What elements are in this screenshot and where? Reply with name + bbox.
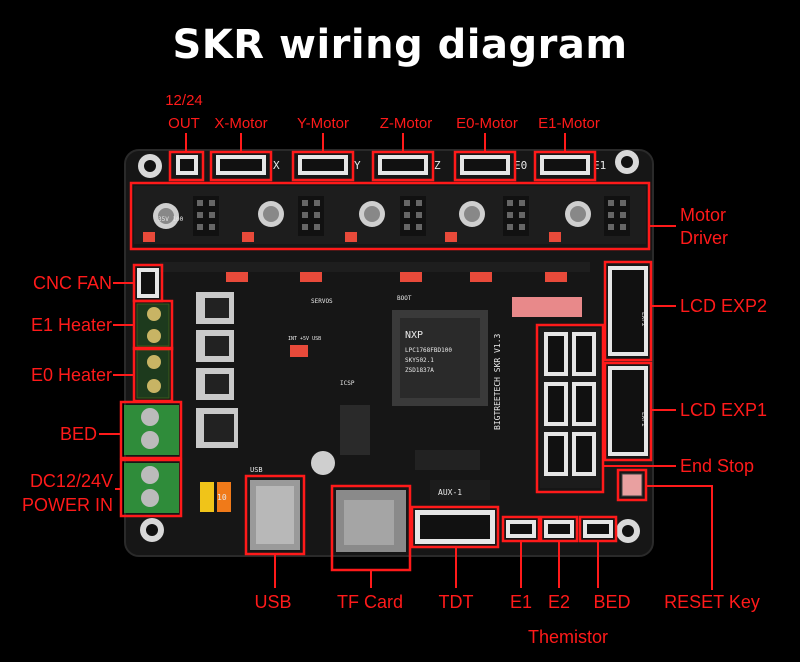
silk-z: Z xyxy=(434,159,441,172)
label-e0-motor: E0-Motor xyxy=(456,115,518,132)
driver-socket xyxy=(459,196,529,236)
label-e1-heater: E1 Heater xyxy=(31,315,112,335)
box-lcd-exp2 xyxy=(603,260,653,362)
label-motor-driver-1: Motor xyxy=(680,205,726,225)
label-cnc-fan: CNC FAN xyxy=(33,273,112,293)
endstop-connectors xyxy=(540,328,600,488)
label-out-top: 12/24 xyxy=(165,92,203,109)
highlight-boxes xyxy=(119,150,653,572)
box-lcd-exp1 xyxy=(603,361,653,462)
silk-x: X xyxy=(273,159,280,172)
pin-header-pink xyxy=(512,297,582,317)
box-bed xyxy=(119,400,183,460)
label-bed: BED xyxy=(60,424,97,444)
chip-model: LPC1768FBD100 xyxy=(405,347,452,354)
label-usb: USB xyxy=(254,592,291,612)
motor-connectors xyxy=(176,155,590,175)
ic xyxy=(340,405,370,455)
lcd-exp1-header xyxy=(608,366,648,456)
label-themistor: Themistor xyxy=(528,627,608,647)
label-power-1: DC12/24V xyxy=(30,471,113,491)
exp2-silk: EXP2 xyxy=(640,312,647,327)
label-lcd-exp2: LCD EXP2 xyxy=(680,296,767,316)
label-out-bottom: OUT xyxy=(168,115,200,132)
mosfet-bodies xyxy=(204,298,234,442)
icsp-silk: ICSP xyxy=(340,380,355,387)
int-usb-silk: INT +5V USB xyxy=(288,336,321,342)
label-x-motor: X-Motor xyxy=(214,115,267,132)
box-motor-driver xyxy=(129,181,651,251)
aux-silk: AUX-1 xyxy=(438,488,462,497)
box-end-stop xyxy=(535,323,605,494)
mcu-chip xyxy=(392,310,488,406)
label-lcd-exp1: LCD EXP1 xyxy=(680,400,767,420)
aux-header xyxy=(430,480,490,500)
board: X Y Z E0 E1 xyxy=(124,149,654,557)
pin-header-row xyxy=(160,262,590,272)
usb-power-jumper xyxy=(290,345,308,357)
ic xyxy=(415,450,480,470)
lcd-exp2-header xyxy=(608,266,648,356)
label-reset-key: RESET Key xyxy=(664,592,760,612)
servos-silk: SERVOS xyxy=(311,298,333,305)
bed-terminal xyxy=(124,405,179,455)
chip-code2: ZSD1837A xyxy=(405,367,434,374)
tf-card-slot xyxy=(336,490,406,552)
reset-button xyxy=(621,473,643,497)
driver-socket xyxy=(359,196,426,236)
label-e1-therm: E1 xyxy=(510,592,532,612)
silk-e1: E1 xyxy=(593,159,606,172)
chip-brand: NXP xyxy=(405,330,423,341)
capacitor xyxy=(311,451,335,475)
silk-e0: E0 xyxy=(514,159,527,172)
tdt-header xyxy=(415,510,495,544)
power-terminal xyxy=(124,463,179,513)
thermistor-connectors xyxy=(506,520,613,538)
fuse xyxy=(200,482,214,512)
chip-code: SKY502.1 xyxy=(405,357,434,364)
label-tdt: TDT xyxy=(439,592,474,612)
jumper-row xyxy=(143,232,561,242)
leader-lines xyxy=(99,133,713,590)
mounting-hole-icon xyxy=(138,150,640,543)
usb-silk: USB xyxy=(250,466,263,474)
e1-heater-terminal xyxy=(136,303,170,347)
label-e2-therm: E2 xyxy=(548,592,570,612)
label-tf-card: TF Card xyxy=(337,592,403,612)
driver-socket xyxy=(153,196,219,236)
board-brand: BIGTREETECH SKR V1.3 xyxy=(493,333,502,430)
label-e1-motor: E1-Motor xyxy=(538,115,600,132)
label-e0-heater: E0 Heater xyxy=(31,365,112,385)
fuse xyxy=(217,482,231,512)
driver-sockets xyxy=(134,186,646,244)
exp1-silk: EXP1 xyxy=(640,412,647,427)
pcb xyxy=(124,149,654,557)
page-title: SKR wiring diagram xyxy=(172,22,628,68)
label-bed-therm: BED xyxy=(593,592,630,612)
label-motor-driver-2: Driver xyxy=(680,228,728,248)
capacitor-label: 35V 100 xyxy=(158,216,184,223)
driver-socket xyxy=(258,196,324,236)
driver-socket xyxy=(565,196,630,236)
label-end-stop: End Stop xyxy=(680,456,754,476)
label-y-motor: Y-Motor xyxy=(297,115,349,132)
e0-heater-terminal xyxy=(136,349,170,399)
boot-silk: BOOT xyxy=(397,295,412,302)
usb-port xyxy=(250,480,300,550)
label-z-motor: Z-Motor xyxy=(380,115,433,132)
uart-jumpers xyxy=(226,272,567,282)
label-power-2: POWER IN xyxy=(22,495,113,515)
silk-y: Y xyxy=(354,159,361,172)
fuse-label: 10 xyxy=(217,493,227,502)
